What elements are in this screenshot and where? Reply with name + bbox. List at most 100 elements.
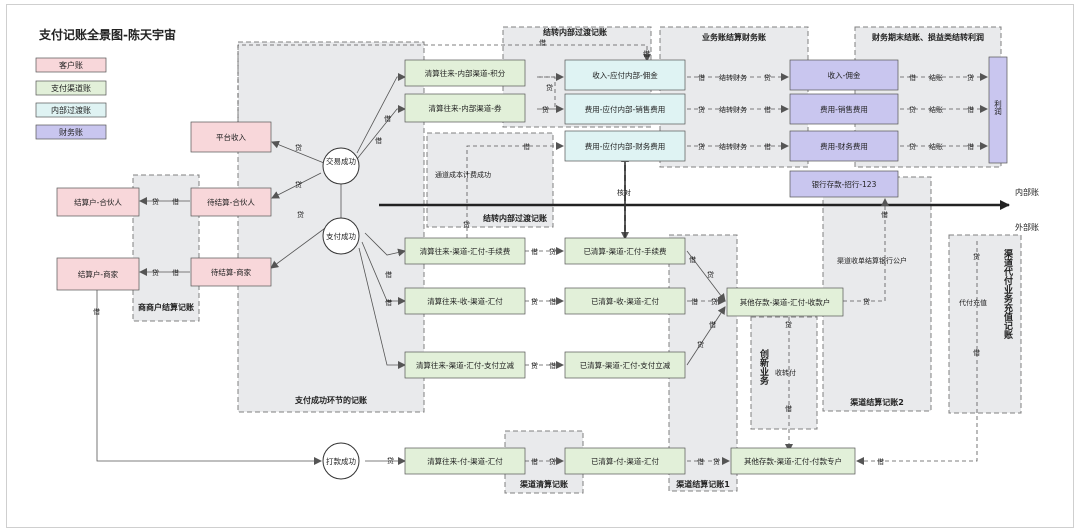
payout-success-circle — [322, 442, 360, 480]
edge-label: 结转财务 — [719, 105, 747, 114]
node-cleared-recv — [564, 287, 686, 315]
edge-recharge — [856, 241, 978, 465]
node-clear-fee-label: 清算往来-渠道-汇付-手续费 — [420, 246, 511, 256]
node-cleared-refund — [564, 351, 686, 379]
edge-loop-top — [237, 44, 651, 125]
node-profit — [988, 56, 1008, 164]
pay-success-circle — [322, 217, 360, 255]
node-fin-income-label: 收入-佣金 — [828, 70, 861, 80]
node-fin-sales-label: 费用-销售费用 — [820, 104, 868, 114]
edge-label: 贷 — [909, 105, 916, 114]
edge-label: 代付充值 — [959, 298, 987, 307]
node-pending-partner — [190, 187, 272, 217]
edge-label: 借 — [877, 457, 884, 466]
edge-label: 贷 — [764, 73, 771, 82]
region-label-merchant-settle: 商商户结算记账 — [138, 302, 194, 312]
region-label-internal-transfer-top: 结转内部过渡记账 — [543, 27, 607, 37]
node-other-pay — [730, 447, 856, 475]
edge-label: 渠道收单结算银行公户 — [837, 256, 907, 265]
event-circles: 交易成功 支付成功 打款成功 — [322, 147, 360, 480]
legend-swatch-finance — [35, 124, 107, 140]
edge-label: 借 — [909, 73, 916, 82]
edge-label: 结转财务 — [719, 73, 747, 82]
edge-label: 贷 — [698, 105, 705, 114]
edge-label: 借 — [385, 298, 392, 307]
region-label-channel-recharge: 渠道代付业务充值记账 — [1002, 248, 1014, 340]
edge-label: 结转财务 — [719, 142, 747, 151]
pay-success-label: 支付成功 — [326, 231, 356, 241]
node-bank-deposit-label: 银行存款-招行-123 — [812, 179, 877, 189]
edge-labels: 贷 贷 贷 贷 借 贷 借 借 借 借 借 借 贷 借 借 贷 贷 借 结转财务… — [93, 38, 987, 466]
legend-swatch-customer — [35, 57, 107, 73]
edge-label: 借 — [643, 49, 650, 58]
trade-success-circle — [322, 147, 360, 185]
edge-label: 贷 — [967, 73, 974, 82]
node-income-commission-label: 收入-应付内部-佣金 — [592, 70, 658, 80]
node-expense-fin-label: 费用-应付内部-财务费用 — [585, 141, 665, 151]
region-label-biz-fin: 业务账结算财务账 — [702, 32, 766, 42]
edge-pay-merchant — [270, 222, 333, 269]
edge-label: 借 — [764, 105, 771, 114]
node-clear-recv-label: 清算往来-收-渠道-汇付 — [427, 296, 503, 306]
edge-label: 贷 — [297, 210, 304, 219]
region-label-pay-success-flow: 支付成功环节的记账 — [294, 395, 367, 405]
diagram-canvas: 支付成功环节的记账 结转内部过渡记账 业务账结算财务账 财务期末结账、损益类结转… — [35, 26, 1039, 494]
nodes: 平台收入 待结算-合伙人 结算户-合伙人 待结算-商家 结算户-商家 清算往来-… — [56, 56, 1008, 475]
edge-cleared-refund-other — [686, 306, 726, 366]
edge-label: 贷 — [531, 361, 538, 370]
node-fin-fin — [789, 130, 899, 162]
legend-swatch-internal — [35, 102, 107, 118]
node-clear-coupon-label: 清算往来-内部渠道-券 — [429, 103, 502, 113]
edge-label: 借 — [531, 247, 538, 256]
edge-points-down — [539, 76, 556, 109]
node-platform-income-label: 平台收入 — [216, 132, 246, 142]
region-label-channel-clear: 渠道清算记账 — [519, 479, 568, 489]
edge-label: 借 — [531, 457, 538, 466]
label-internal-account: 内部账 — [1015, 187, 1039, 197]
region-channel-recharge — [948, 234, 1022, 414]
diagram-title: 支付记账全景图-陈天宇宙 — [38, 27, 176, 42]
edge-label: 贷 — [863, 297, 870, 306]
edge-label: 借 — [881, 210, 888, 219]
node-profit-label: 利润 — [994, 99, 1003, 116]
node-cleared-pay — [564, 447, 686, 475]
edge-label: 借 — [172, 268, 179, 277]
edge-label: 贷 — [785, 320, 792, 329]
node-bank-deposit — [789, 170, 899, 198]
node-cleared-fee-label: 已清算-渠道-汇付-手续费 — [583, 246, 667, 256]
edge-label: 贷 — [713, 457, 720, 466]
edge-label: 借 — [385, 270, 392, 279]
node-cleared-refund-label: 已清算-渠道-汇付-支付立减 — [580, 360, 671, 370]
node-platform-income — [190, 121, 272, 153]
edge-trade-partner — [271, 172, 322, 199]
edge-label: 收转付 — [775, 368, 796, 377]
region-internal-transfer-mid — [426, 132, 554, 228]
legend: 客户账 支付渠道账 内部过渡账 财务账 — [35, 57, 107, 140]
edge-label: 贷 — [549, 457, 556, 466]
node-clear-pay-label: 清算往来-付-渠道-汇付 — [427, 456, 503, 466]
node-settle-merchant-label: 结算户-商家 — [78, 269, 119, 279]
edge-accrue — [466, 142, 564, 238]
edge-label: 核对 — [617, 188, 631, 197]
edge-label: 结账 — [929, 105, 943, 114]
node-settle-partner — [56, 187, 140, 217]
node-expense-sales — [564, 93, 686, 125]
region-labels: 支付成功环节的记账 结转内部过渡记账 业务账结算财务账 财务期末结账、损益类结转… — [138, 27, 1014, 489]
edge-trade-coupon — [356, 105, 406, 160]
legend-label-customer: 客户账 — [59, 60, 83, 70]
node-clear-coupon — [404, 93, 526, 123]
edge-label: 贷 — [295, 143, 302, 152]
edge-label: 贷 — [697, 340, 704, 349]
legend-label-internal: 内部过渡账 — [51, 105, 91, 115]
edge-merchant-payout — [96, 290, 322, 465]
edge-pay-recv — [361, 241, 406, 305]
node-other-pay-label: 其他存款-渠道-汇付-付款专户 — [744, 456, 842, 466]
node-cleared-recv-label: 已清算-收-渠道-汇付 — [591, 296, 660, 306]
edge-label: 贷 — [463, 220, 470, 229]
edge-label: 结账 — [929, 142, 943, 151]
edge-label: 借 — [973, 348, 980, 357]
legend-label-finance: 财务账 — [59, 127, 83, 137]
region-innovation — [750, 316, 818, 430]
legend-swatch-channel — [35, 80, 107, 96]
region-label-internal-transfer-mid: 结转内部过渡记账 — [483, 213, 547, 223]
